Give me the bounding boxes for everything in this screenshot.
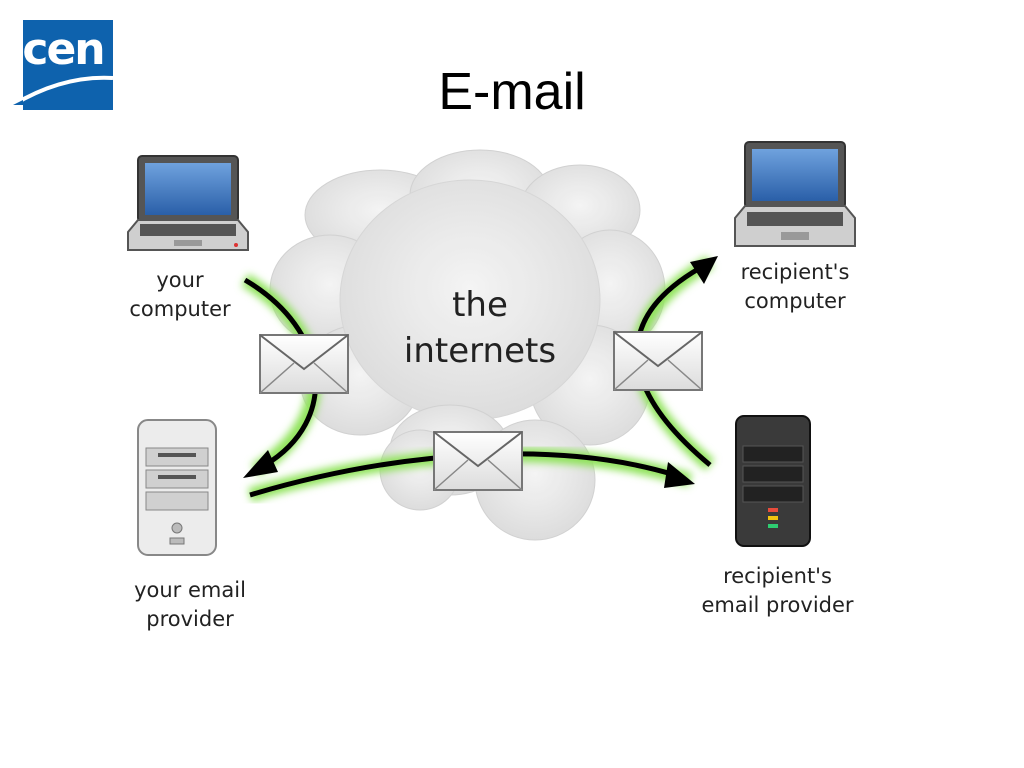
cloud-label: the internets xyxy=(403,285,557,371)
envelope-icon xyxy=(613,331,703,391)
server-icon xyxy=(735,415,811,547)
label-recipient-email-provider: recipient's email provider xyxy=(701,564,854,617)
label-your-email-provider: your email provider xyxy=(134,578,246,631)
server-icon xyxy=(137,419,217,556)
label-your-computer: your computer xyxy=(129,268,231,321)
slide-title: E-mail xyxy=(438,63,586,121)
cen-logo-mark xyxy=(11,20,114,110)
cen-logo: cen xyxy=(11,20,114,110)
label-recipient-computer: recipient's computer xyxy=(740,260,850,313)
envelope-icon xyxy=(259,334,349,394)
envelope-icon xyxy=(433,431,523,491)
logo-text: cen xyxy=(22,24,105,75)
laptop-icon xyxy=(127,155,249,251)
laptop-icon xyxy=(734,141,856,247)
